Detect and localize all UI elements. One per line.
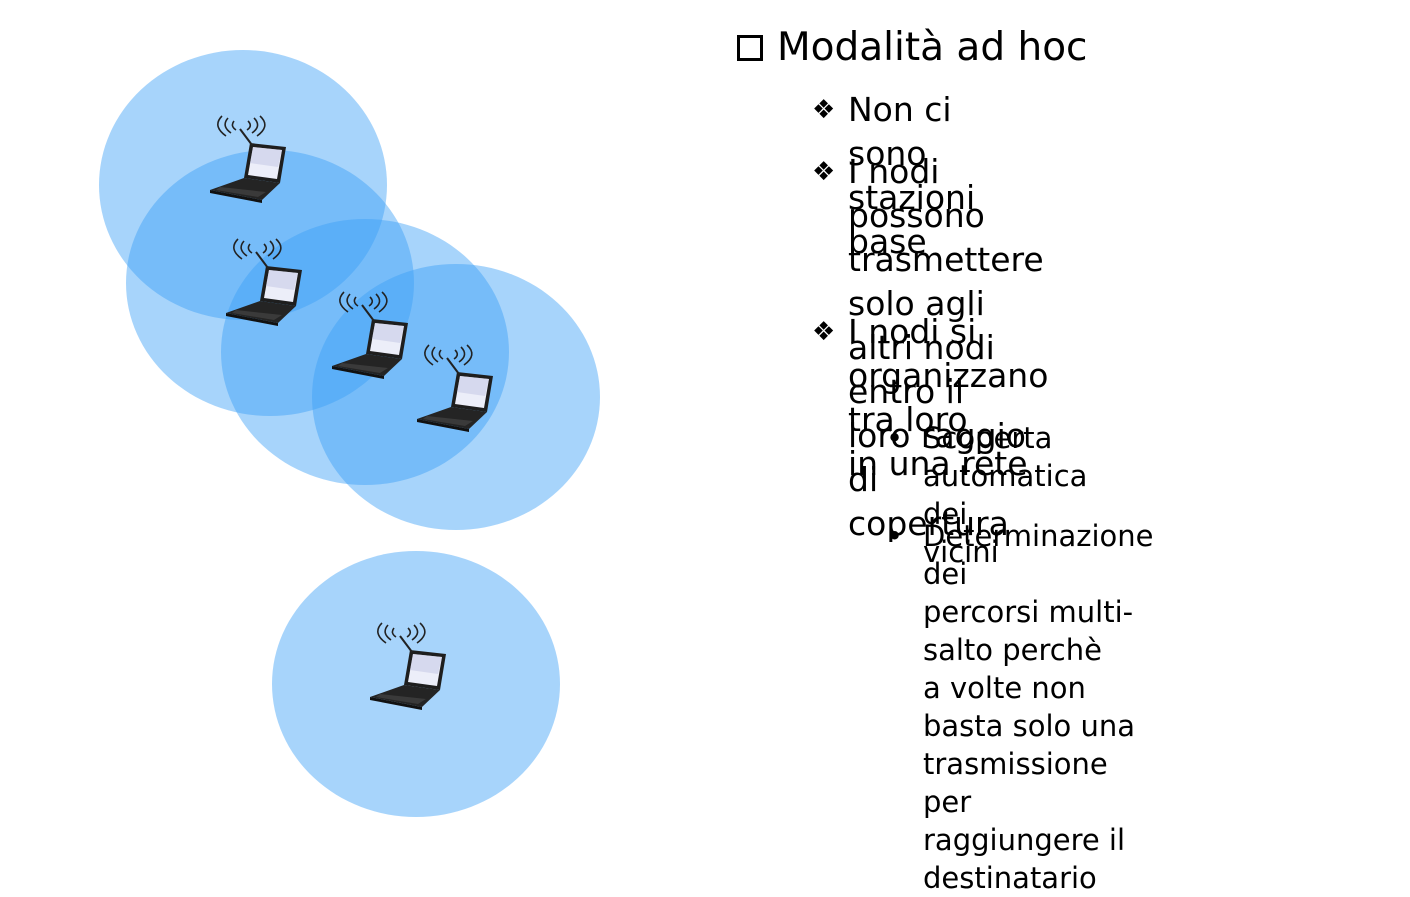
slide-heading: Modalità ad hoc (737, 24, 1088, 72)
square-bullet-icon (737, 35, 763, 61)
heading-text: Modalità ad hoc (777, 25, 1088, 70)
dot-bullet-icon: • (886, 519, 904, 553)
dot-bullet-icon: • (886, 421, 904, 455)
coverage-areas (99, 50, 600, 817)
diamond-bullet-icon: ❖ (812, 95, 836, 125)
diamond-bullet-icon: ❖ (812, 157, 836, 187)
ad-hoc-network-diagram (99, 50, 600, 817)
diamond-bullet-icon: ❖ (812, 317, 836, 347)
